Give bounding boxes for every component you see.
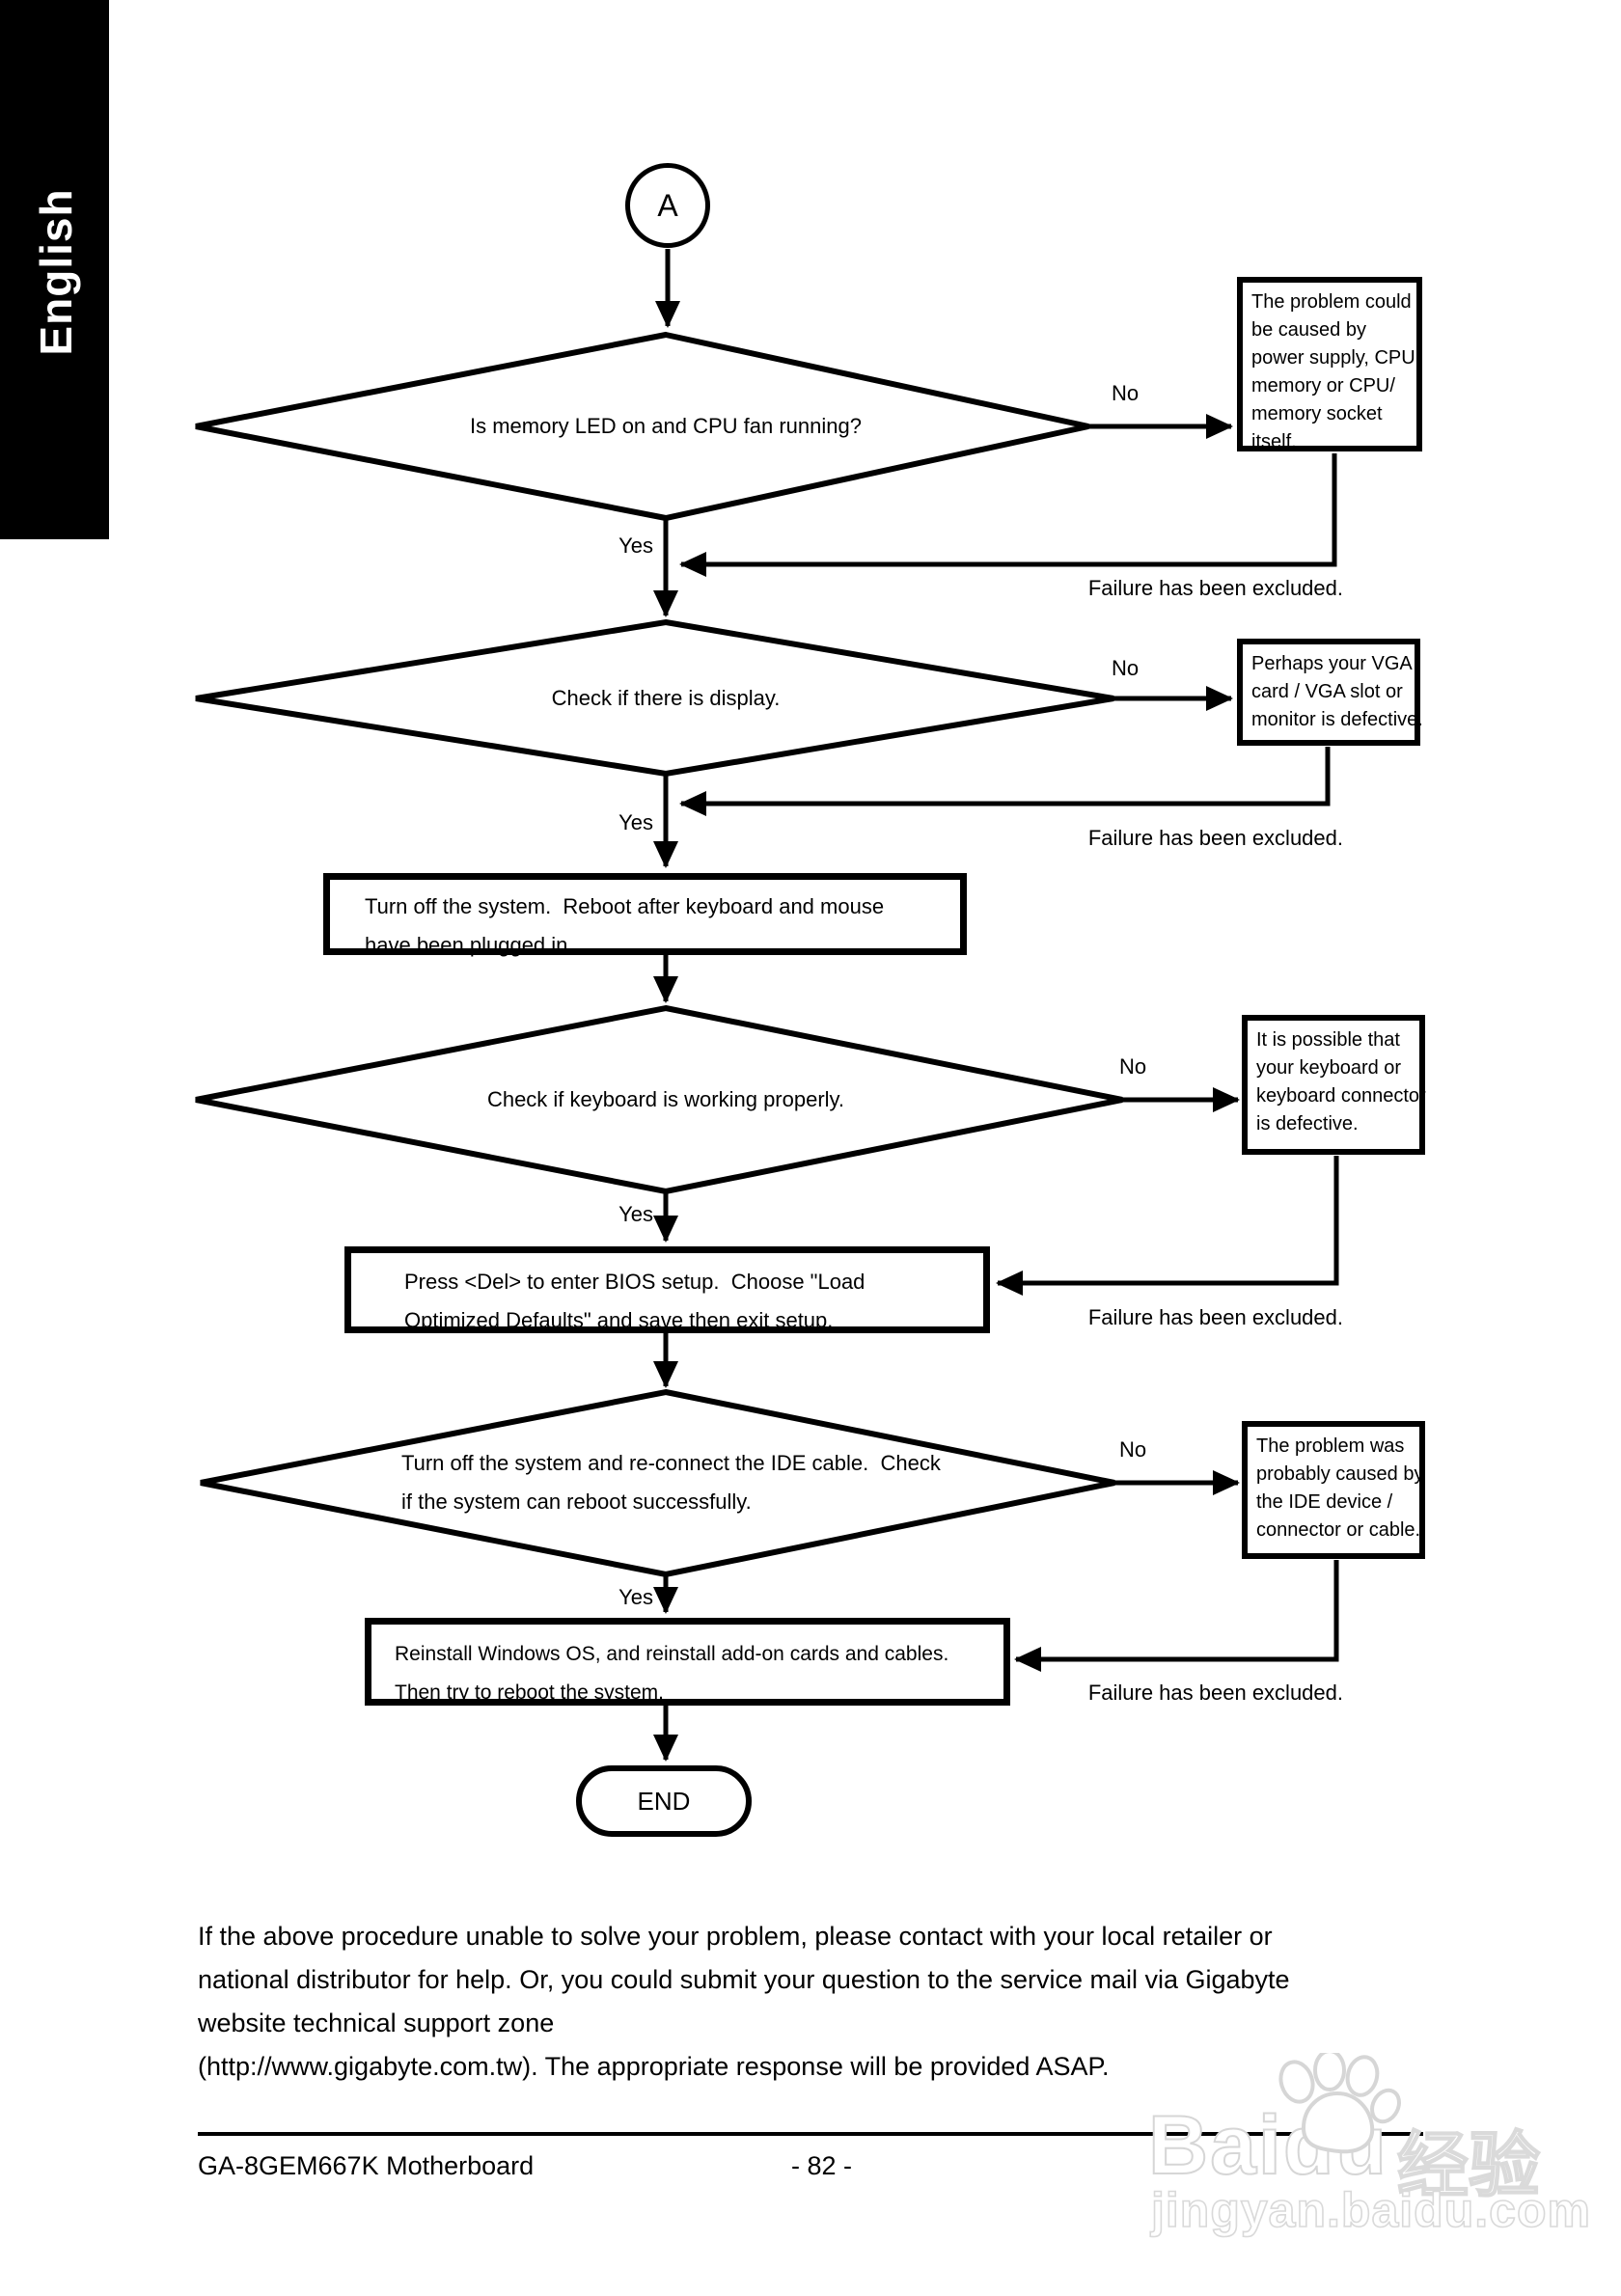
- decision-display-shape: [195, 618, 1114, 778]
- decision-ide-shape: [200, 1388, 1115, 1578]
- process-box-bios-setup: Press <Del> to enter BIOS setup. Choose …: [344, 1246, 990, 1333]
- failure-note-4: Failure has been excluded.: [1087, 1681, 1343, 1705]
- no-label-4: No: [1119, 1437, 1147, 1462]
- decision-keyboard-shape: [195, 1004, 1123, 1195]
- no-label-2: No: [1112, 656, 1140, 680]
- decision-keyboard-text: Check if keyboard is working properly.: [486, 1087, 845, 1111]
- baidu-paw-icon: [1278, 2053, 1401, 2154]
- language-tab-label: English: [31, 188, 81, 356]
- decision-ide-text: Turn off the system and re-connect the I…: [401, 1451, 941, 1514]
- no-label-1: No: [1112, 381, 1140, 405]
- language-tab: English: [0, 0, 109, 539]
- no-label-3: No: [1119, 1054, 1147, 1079]
- cause-box-keyboard-connector: It is possible that your keyboard or key…: [1242, 1015, 1426, 1155]
- end-label: END: [637, 1786, 691, 1816]
- watermark-brand-suffix: 经验: [1396, 2124, 1541, 2206]
- yes-label-2: Yes: [618, 810, 653, 834]
- end-node: END: [576, 1765, 752, 1837]
- connector-a-node: A: [625, 163, 710, 248]
- decision-memory-led-shape: [195, 331, 1089, 522]
- footer-rule: [198, 2132, 1423, 2136]
- failure-note-1: Failure has been excluded.: [1087, 576, 1343, 600]
- cause-box-ide-device: The problem was probably caused by the I…: [1242, 1421, 1425, 1559]
- decision-memory-led-text: Is memory LED on and CPU fan running?: [470, 414, 862, 438]
- watermark-url: jingyan.baidu.com: [1150, 2182, 1591, 2238]
- failure-note-2: Failure has been excluded.: [1087, 826, 1343, 850]
- yes-label-3: Yes: [618, 1202, 653, 1226]
- connector-a-label: A: [657, 187, 678, 223]
- failure-note-3: Failure has been excluded.: [1087, 1305, 1343, 1329]
- process-box-reinstall-os: Reinstall Windows OS, and reinstall add-…: [365, 1618, 1010, 1706]
- process-box-reboot-keyboard-mouse: Turn off the system. Reboot after keyboa…: [323, 873, 967, 957]
- footer-product: GA-8GEM667K Motherboard: [198, 2151, 535, 2180]
- footer-page-number: - 82 -: [791, 2151, 853, 2180]
- yes-label-4: Yes: [618, 1585, 653, 1609]
- cause-box-vga: Perhaps your VGA card / VGA slot or moni…: [1237, 639, 1423, 746]
- decision-display-text: Check if there is display.: [551, 686, 781, 710]
- support-note: If the above procedure unable to solve y…: [198, 1922, 1290, 2081]
- cause-box-power-cpu-memory: The problem could be caused by power sup…: [1237, 277, 1422, 452]
- yes-label-1: Yes: [618, 533, 653, 558]
